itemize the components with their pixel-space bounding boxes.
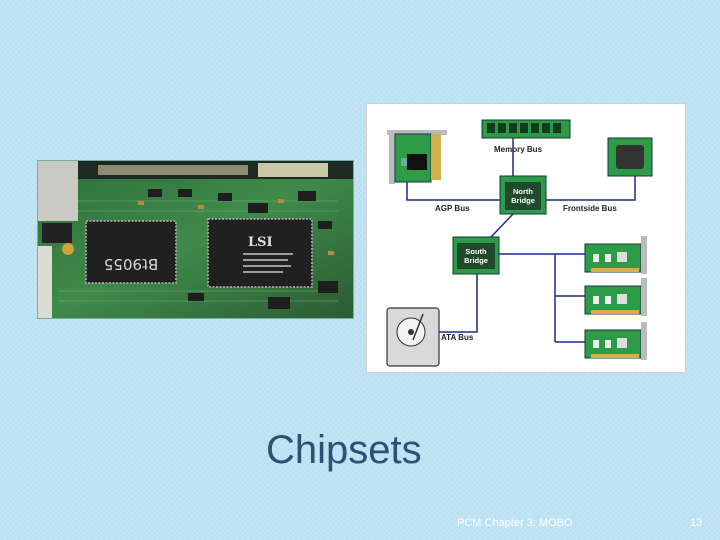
slide-footer: PCM Chapter 3: MOBO bbox=[457, 517, 573, 529]
north-bridge-label: North Bridge bbox=[505, 187, 541, 205]
north-bridge-line2: Bridge bbox=[511, 196, 535, 205]
agp-bus-label: AGP Bus bbox=[435, 204, 470, 213]
slide-title: Chipsets bbox=[266, 428, 422, 472]
frontside-bus-label: Frontside Bus bbox=[563, 204, 617, 213]
chipset-diagram: Memory Bus AGP Bus Frontside Bus ATA Bus… bbox=[367, 104, 685, 372]
north-bridge-line1: North bbox=[513, 187, 533, 196]
memory-bus-label: Memory Bus bbox=[494, 145, 543, 154]
south-bridge-label: South Bridge bbox=[457, 247, 495, 265]
ata-bus-label: ATA Bus bbox=[441, 333, 474, 342]
right-chip-logo: LSI bbox=[248, 235, 273, 250]
page-number: 13 bbox=[690, 517, 703, 529]
motherboard-photo-art: Bt9055 LSI bbox=[38, 161, 353, 318]
south-bridge-line1: South bbox=[465, 247, 487, 256]
south-bridge-line2: Bridge bbox=[464, 256, 488, 265]
motherboard-photo: Bt9055 LSI bbox=[37, 160, 354, 319]
left-chip-marking: Bt9055 bbox=[104, 255, 158, 273]
chipset-diagram-art bbox=[386, 119, 653, 367]
